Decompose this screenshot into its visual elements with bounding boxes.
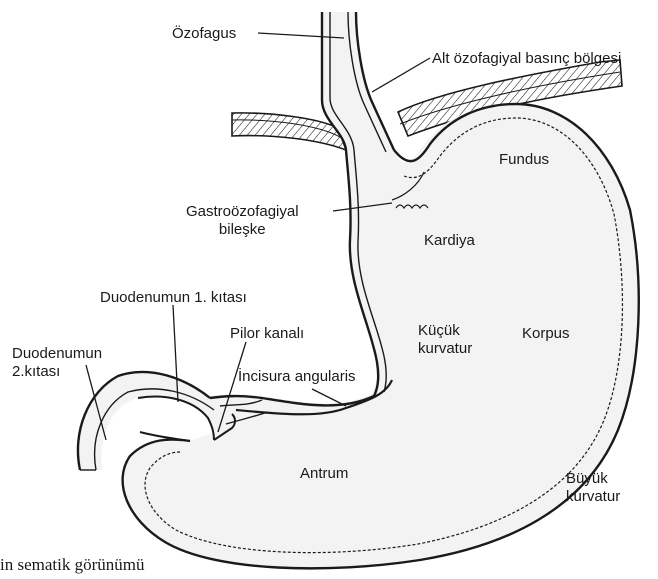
label-kucuk-kurvatur: Küçük kurvatur (418, 322, 472, 358)
label-duodenum-1-kitasi: Duodenumun 1. kıtası (100, 289, 247, 307)
label-duodenum-2-kitasi: Duodenumun 2.kıtası (12, 345, 102, 381)
label-gastroozofagiyal-bileske: Gastroözofagiyal bileşke (186, 203, 299, 239)
label-duodenum2-line2: 2.kıtası (12, 363, 102, 381)
label-kucuk-line1: Küçük (418, 322, 472, 340)
label-alt-ozofagiyal-basinc-bolgesi: Alt özofagiyal basınç bölgesi (432, 50, 621, 68)
label-ozofagus: Özofagus (172, 25, 236, 43)
label-korpus: Korpus (522, 325, 570, 343)
label-kucuk-line2: kurvatur (418, 340, 472, 358)
label-duodenum2-line1: Duodenumun (12, 345, 102, 363)
figure-caption: in sematik görünümü (0, 555, 144, 575)
label-gastroozofagiyal-line1: Gastroözofagiyal (186, 203, 299, 221)
label-kardiya: Kardiya (424, 232, 475, 250)
label-gastroozofagiyal-line2: bileşke (186, 221, 299, 239)
label-antrum: Antrum (300, 465, 348, 483)
label-buyuk-line2: kurvatur (566, 488, 620, 506)
label-pilor-kanali: Pilor kanalı (230, 325, 304, 343)
label-fundus: Fundus (499, 151, 549, 169)
label-buyuk-kurvatur: Büyük kurvatur (566, 470, 620, 506)
label-incisura-angularis: İncisura angularis (238, 368, 356, 386)
label-buyuk-line1: Büyük (566, 470, 620, 488)
